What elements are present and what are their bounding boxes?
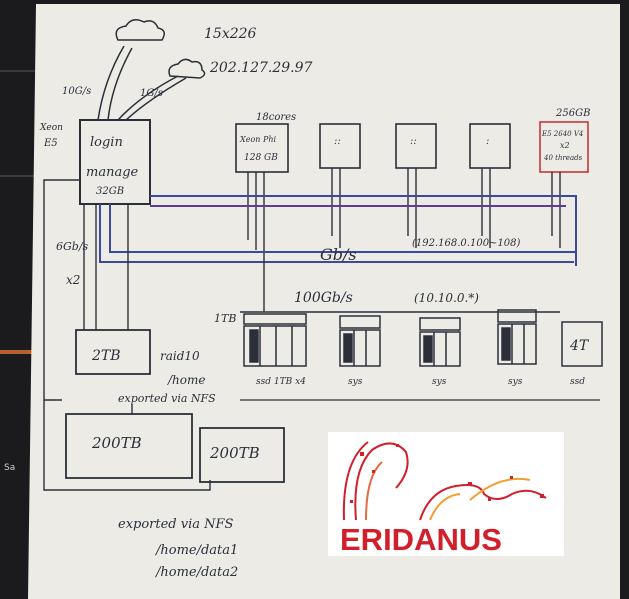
cloud-ip-label: 202.127.29.97 (209, 60, 313, 76)
cpu-label-top: Xeon (39, 123, 63, 133)
login-node-line2: manage (86, 165, 139, 180)
compute-node-line: Xeon Phi (239, 135, 276, 144)
disk-label: sys (432, 377, 447, 387)
compute-node-line: x2 (560, 141, 570, 150)
raid-box-label: 2TB (91, 348, 121, 364)
ip-range-1: (192.168.0.100~108) (412, 238, 521, 249)
big-box-1-label: 200TB (91, 434, 142, 452)
disk-label: ssd (570, 377, 585, 387)
disk-label: ssd 1TB x4 (256, 377, 306, 387)
cloud-label-top: 15x226 (204, 26, 257, 42)
disk-label: sys (348, 377, 363, 387)
eridanus-logo: ERIDANUS (328, 432, 564, 557)
compute-node-line: :: (410, 136, 417, 147)
logo-text: ERIDANUS (340, 522, 502, 557)
gbps-left-mult: x2 (66, 273, 80, 287)
tb-label: 1TB (214, 312, 236, 325)
edge-text: Sa (4, 463, 15, 473)
path-label-1: /home/data1 (154, 543, 238, 558)
exported-label-1: exported via NFS (118, 392, 216, 405)
gbps-left-label: 6Gb/s (56, 240, 89, 253)
path-label-2: /home/data2 (154, 565, 238, 580)
login-node-line1: login (90, 135, 123, 150)
compute-node-line: :: (334, 136, 341, 147)
exported-label-2: exported via NFS (118, 517, 234, 532)
disk-label: sys (508, 377, 523, 387)
speed-100-label: 100Gb/s (294, 290, 353, 306)
small-box-label: 4T (569, 338, 590, 354)
login-node-line3: 32GB (96, 186, 124, 197)
ip-range-2: (10.10.0.*) (414, 291, 479, 305)
cpu-label-bottom: E5 (43, 138, 58, 149)
compute-node-top-label: 18cores (256, 112, 296, 123)
raid-note-2: /home (167, 373, 205, 387)
compute-node-line: 128 GB (244, 153, 278, 163)
gbs-label: Gb/s (320, 245, 357, 264)
link-speed-left: 10G/s (62, 86, 91, 97)
big-box-2-label: 200TB (209, 444, 260, 462)
compute-node-line: E5 2640 V4 (541, 130, 583, 138)
compute-node-line: 40 threads (543, 154, 583, 162)
raid-note-1: raid10 (160, 349, 200, 363)
compute-node-top-label: 256GB (555, 108, 590, 119)
compute-node-line: : (486, 136, 489, 147)
